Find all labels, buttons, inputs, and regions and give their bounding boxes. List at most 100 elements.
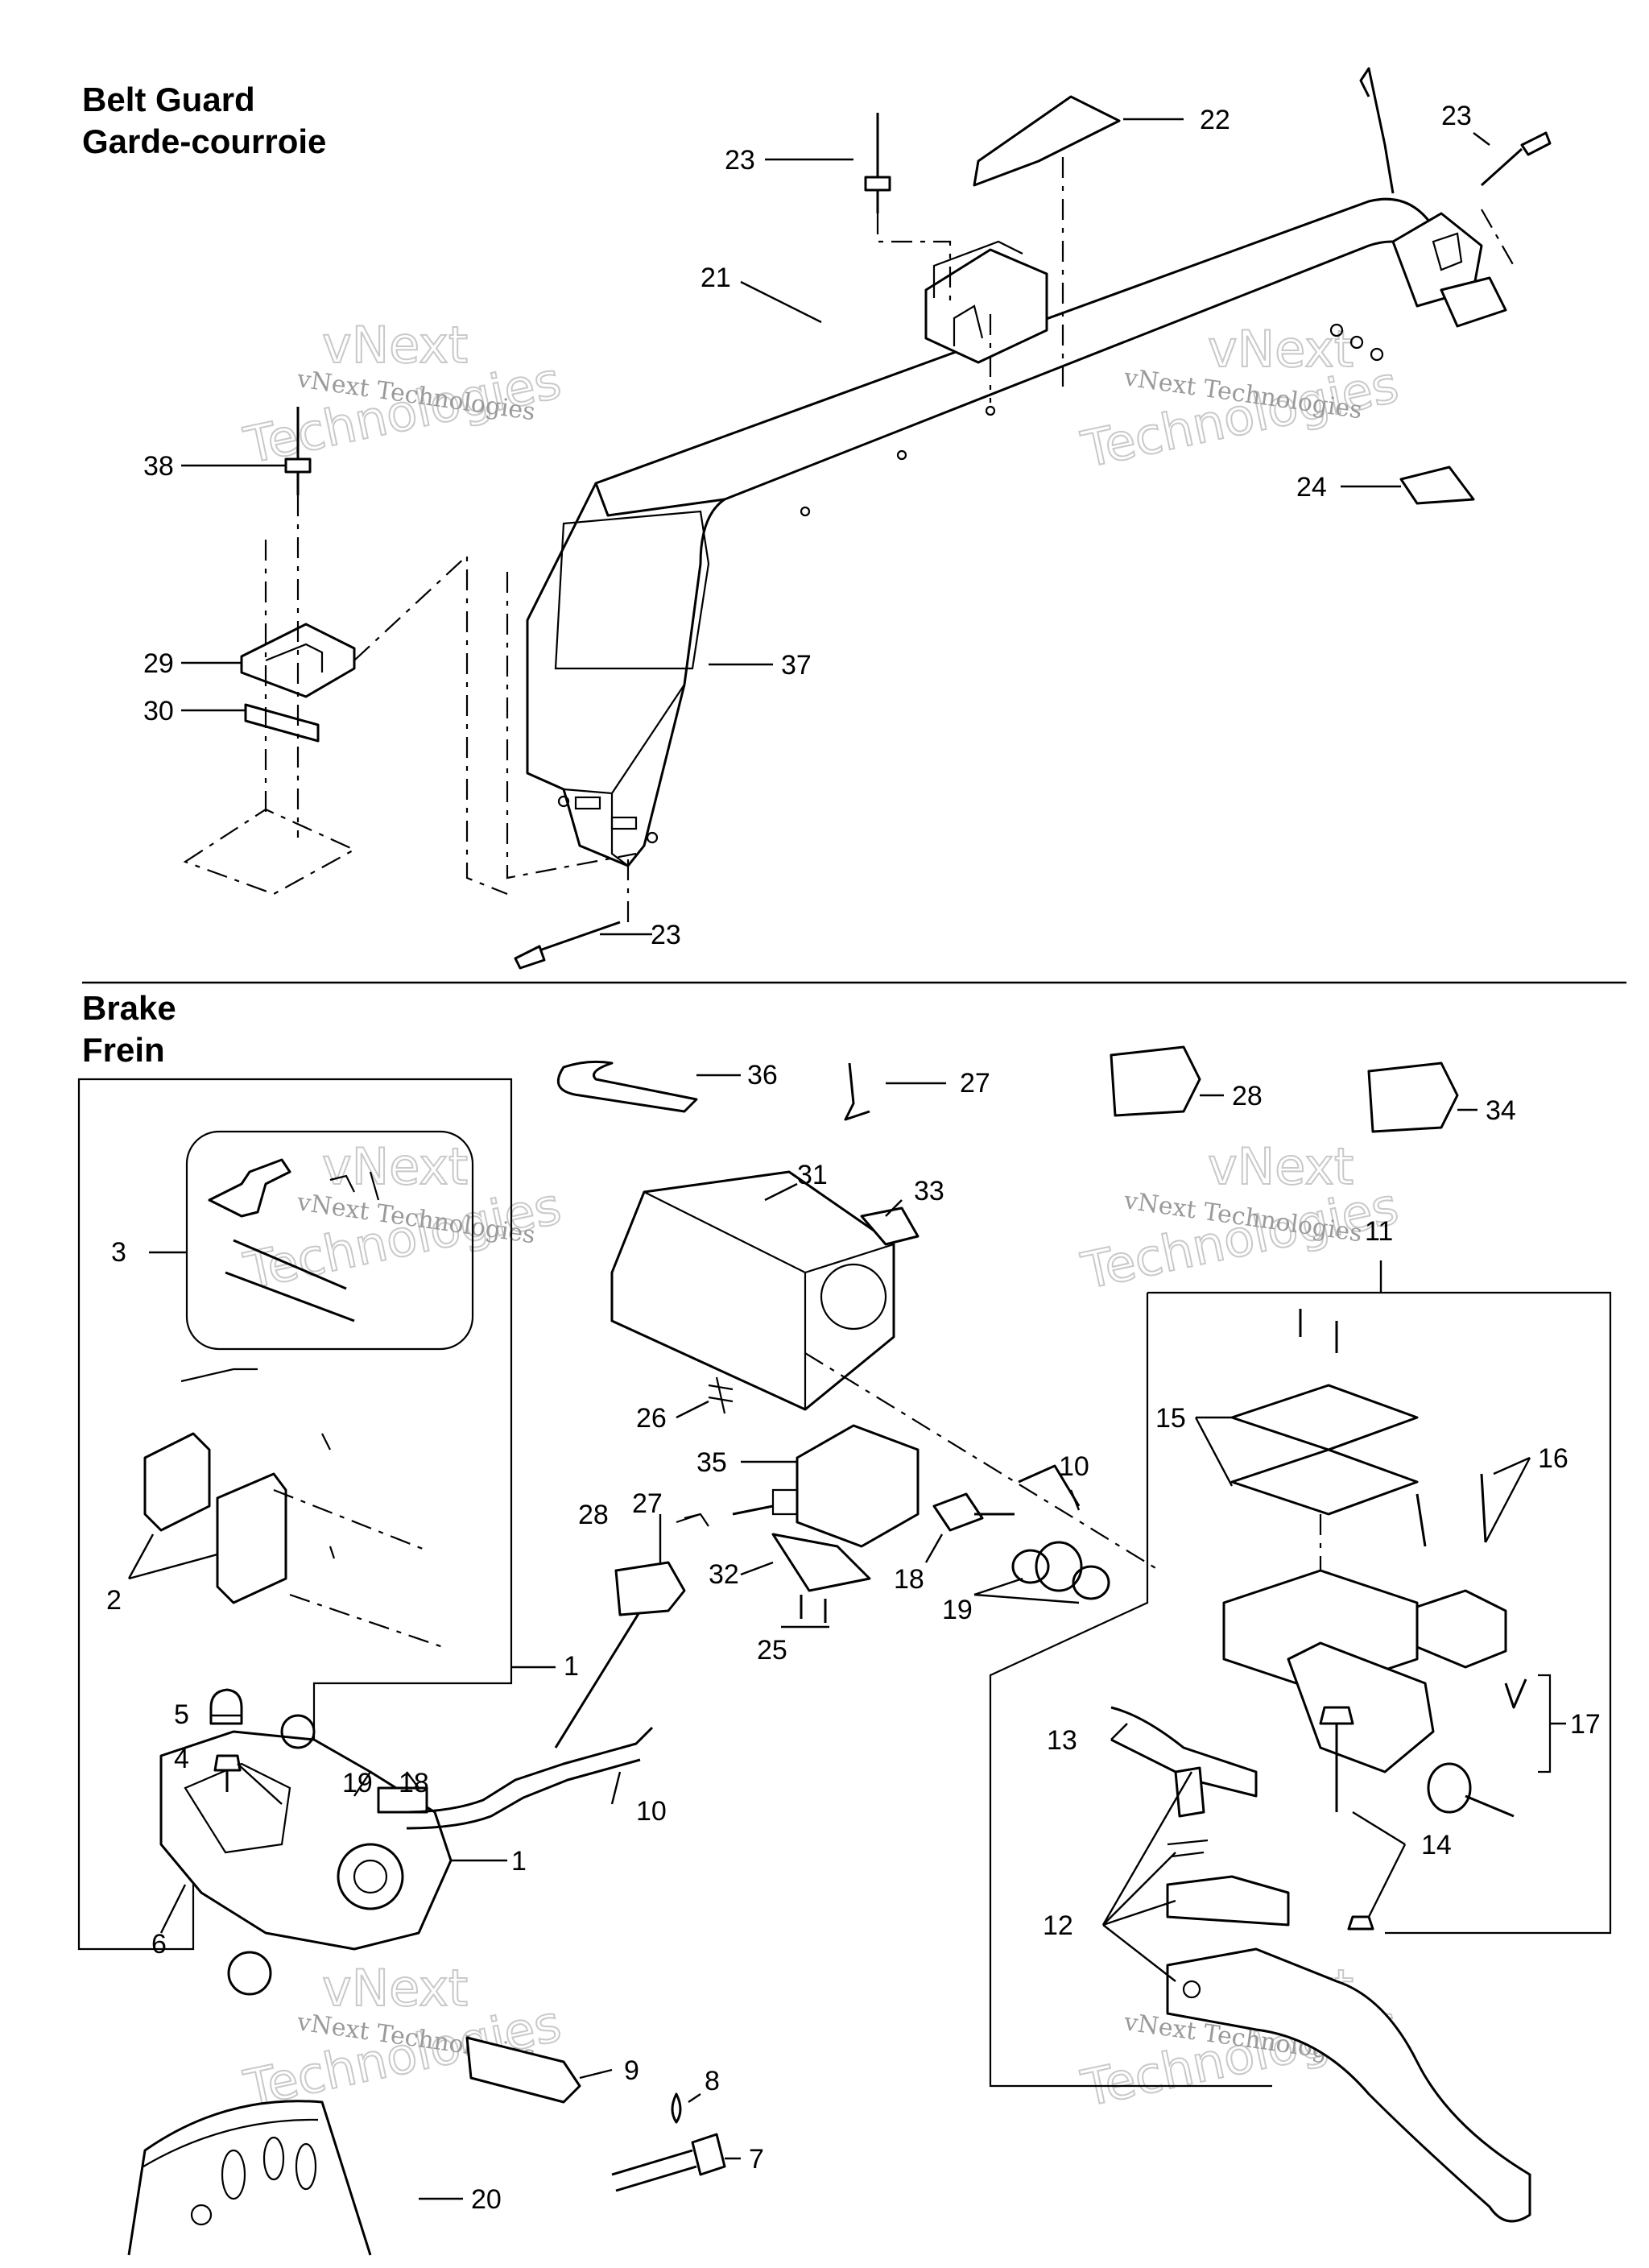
watermark-big: vNext [322,1959,468,2018]
brake-title-fr: Frein [82,1031,165,1069]
master-cylinder-body [1287,1641,1435,1773]
washer [671,2092,682,2124]
callout-25: 25 [757,1635,787,1666]
assembly-line [876,213,952,306]
callout-15: 15 [1155,1403,1186,1434]
brake-disc [127,2100,372,2256]
watermark-big: vNext [322,316,468,375]
mount-surface [183,808,357,896]
assembly-line [804,1352,1160,1571]
cover-screws [1299,1309,1338,1353]
bracket-29 [240,623,356,698]
clamp-screws [1415,1473,1487,1547]
dust-boot [1427,1762,1472,1814]
pivot-pin [1174,1766,1205,1818]
belt-guard-body [526,197,1475,867]
callout-29: 29 [143,648,174,679]
hose-bracket [465,2036,581,2104]
hose-fitting [1035,1541,1083,1592]
callout-31: 31 [797,1160,828,1190]
brake-hose [402,1726,654,1814]
callout-3: 3 [111,1237,126,1268]
spring [180,1368,258,1383]
cover [1230,1384,1419,1451]
callout-18: 18 [399,1768,429,1798]
callout-33: 33 [914,1176,944,1206]
callout-35: 35 [696,1447,727,1478]
callout-17: 17 [1570,1709,1601,1740]
callout-23: 23 [725,145,755,176]
washer [1011,1549,1050,1584]
callout-34: 34 [1486,1095,1516,1126]
callout-8: 8 [705,2066,720,2096]
brake-lever [1166,1947,1531,2223]
decal-22 [973,95,1121,187]
callout-2: 2 [106,1585,122,1616]
callout-1: 1 [564,1651,579,1682]
hose [1018,1464,1081,1507]
callout-23: 23 [651,920,681,950]
rivet-38 [284,407,312,495]
decal-33 [860,1206,920,1246]
pin-kit-box [185,1130,474,1351]
callout-19: 19 [342,1768,373,1798]
callout-4: 4 [174,1744,189,1774]
diaphragm [1230,1448,1419,1516]
switch-housing [610,1170,895,1411]
callout-20: 20 [471,2184,502,2215]
spring-26 [708,1376,734,1414]
assembly-line [289,1593,444,1649]
brake-switch [796,1424,920,1548]
connector [1110,1045,1201,1117]
rivet-23-right [1480,131,1552,187]
watermark-big: vNext [1208,1137,1354,1196]
callout-14: 14 [1421,1830,1452,1860]
callout-28: 28 [578,1500,609,1530]
master-cylinder-kit-box [1147,1291,1612,1935]
callout-27: 27 [960,1068,990,1099]
washer [1072,1565,1110,1600]
callout-36: 36 [747,1060,778,1091]
callout-16: 16 [1538,1443,1568,1474]
assembly-line [1481,209,1515,267]
callout-26: 26 [636,1403,667,1434]
connector [1367,1062,1459,1133]
circlip [1504,1678,1527,1709]
lever-adjuster [1166,1875,1290,1927]
banjo-bolt [611,2133,726,2192]
callout-30: 30 [143,696,174,726]
plate-30 [244,703,320,743]
rivet-23-top [864,113,891,213]
brake-pad [216,1472,287,1604]
banjo-bolt [932,1492,984,1532]
bracket-hardware-right [1359,67,1507,328]
brake-caliper [159,1714,453,1996]
callout-10: 10 [636,1796,667,1827]
bleeder-cap [209,1688,243,1725]
callout-19: 19 [942,1595,973,1625]
piston [1110,1706,1258,1798]
callout-10: 10 [1059,1451,1089,1482]
assembly-line [353,553,508,896]
callout-6: 6 [151,1929,167,1960]
callout-7: 7 [749,2144,764,2175]
callout-22: 22 [1200,105,1230,135]
clamp [1415,1589,1507,1669]
callout-23: 23 [1441,101,1472,131]
callout-5: 5 [174,1699,189,1730]
callout-9: 9 [624,2055,639,2086]
protector-24 [1399,466,1475,505]
callout-13: 13 [1047,1725,1077,1756]
callout-37: 37 [781,650,812,681]
assembly-line [506,572,637,879]
callout-18: 18 [894,1564,924,1595]
callout-11: 11 [1365,1216,1393,1247]
brake-pad [143,1432,211,1532]
callout-24: 24 [1296,472,1327,503]
assembly-line [273,1488,428,1552]
spring-clip [208,1158,291,1218]
callout-12: 12 [1043,1910,1073,1941]
slot [610,816,638,830]
pin [233,1239,347,1290]
